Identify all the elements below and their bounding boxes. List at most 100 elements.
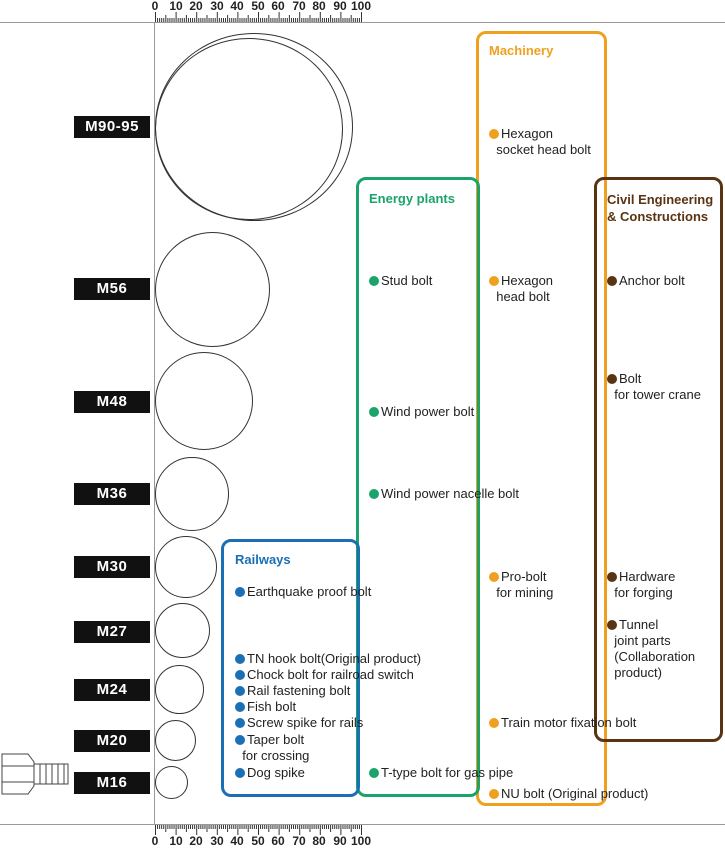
bottom-tick-label: 80 <box>312 834 326 848</box>
bottom-tick-label: 60 <box>271 834 285 848</box>
top-tick-label: 90 <box>333 0 347 13</box>
top-tick-label: 100 <box>351 0 372 13</box>
item-text: Train motor fixation bolt <box>501 715 637 730</box>
box-energy <box>356 177 480 797</box>
title-energy: Energy plants <box>369 191 455 206</box>
bottom-tick-label: 100 <box>351 834 372 848</box>
top-tick-label: 10 <box>169 0 183 13</box>
item-text: Anchor bolt <box>619 273 685 288</box>
box-railways <box>221 539 360 797</box>
item-text: Bolt for tower crane <box>614 371 701 402</box>
circle-m36 <box>155 457 229 531</box>
item-text: Tunnel joint parts (Collaboration produc… <box>614 617 696 680</box>
size-label-m36: M36 <box>74 483 150 505</box>
bullet-dot <box>235 670 245 680</box>
bullet-dot <box>607 620 617 630</box>
bottom-tick-label: 90 <box>333 834 347 848</box>
bullet-dot <box>489 718 499 728</box>
item-railways: Chock bolt for railroad switch <box>235 667 414 683</box>
bottom-tick-label: 10 <box>169 834 183 848</box>
top-tick-label: 0 <box>151 0 159 13</box>
item-text: Hardware for forging <box>614 569 676 600</box>
item-civil: Tunnel joint parts (Collaboration produc… <box>607 617 695 681</box>
bullet-dot <box>369 276 379 286</box>
bullet-dot <box>369 407 379 417</box>
item-railways: TN hook bolt(Original product) <box>235 651 421 667</box>
bullet-dot <box>607 276 617 286</box>
item-text: Wind power nacelle bolt <box>381 486 520 501</box>
item-railways: Screw spike for rails <box>235 715 363 731</box>
top-tick-label: 50 <box>251 0 265 13</box>
item-energy: T-type bolt for gas pipe <box>369 765 513 781</box>
item-machinery: Train motor fixation bolt <box>489 715 636 731</box>
title-machinery: Machinery <box>489 43 554 58</box>
item-railways: Earthquake proof bolt <box>235 584 371 600</box>
bullet-dot <box>235 718 245 728</box>
item-text: Screw spike for rails <box>247 715 364 730</box>
item-text: Stud bolt <box>381 273 433 288</box>
item-text: Wind power bolt <box>381 404 475 419</box>
title-railways: Railways <box>235 552 291 567</box>
top-tick-label: 30 <box>210 0 224 13</box>
bottom-ruler-labels: 0 10 20 30 40 50 60 70 80 90 100 <box>0 834 725 848</box>
item-text: Taper bolt for crossing <box>242 732 310 763</box>
top-tick-label: 80 <box>312 0 326 13</box>
item-machinery: Pro-bolt for mining <box>489 569 553 601</box>
bullet-dot <box>235 702 245 712</box>
size-label-m16: M16 <box>74 772 150 794</box>
item-railways: Taper bolt for crossing <box>235 732 309 764</box>
circle-m24 <box>155 665 204 714</box>
bottom-tick-label: 40 <box>230 834 244 848</box>
item-railways: Rail fastening bolt <box>235 683 350 699</box>
bullet-dot <box>369 489 379 499</box>
item-railways: Fish bolt <box>235 699 296 715</box>
bottom-tick-label: 0 <box>151 834 159 848</box>
circle-m30 <box>155 536 217 598</box>
circle-m20 <box>155 720 196 761</box>
size-label-m90-95: M90-95 <box>74 116 150 138</box>
circle-m56 <box>155 232 270 347</box>
bullet-dot <box>369 768 379 778</box>
item-text: Chock bolt for railroad switch <box>247 667 414 682</box>
bullet-dot <box>235 654 245 664</box>
item-text: TN hook bolt(Original product) <box>247 651 422 666</box>
circle-m90 <box>155 38 343 220</box>
item-civil: Bolt for tower crane <box>607 371 701 403</box>
size-label-m24: M24 <box>74 679 150 701</box>
item-text: T-type bolt for gas pipe <box>381 765 514 780</box>
circle-m27 <box>155 603 210 658</box>
size-label-m56: M56 <box>74 278 150 300</box>
bullet-dot <box>235 686 245 696</box>
item-text: Earthquake proof bolt <box>247 584 372 599</box>
item-railways: Dog spike <box>235 765 305 781</box>
item-energy: Stud bolt <box>369 273 432 289</box>
size-label-m20: M20 <box>74 730 150 752</box>
bottom-tick-label: 70 <box>292 834 306 848</box>
bolt-icon <box>1 753 69 795</box>
zero-baseline <box>154 22 155 825</box>
bullet-dot <box>607 374 617 384</box>
top-ruler-labels: 0 10 20 30 40 50 60 70 80 90 100 <box>0 0 725 13</box>
bullet-dot <box>489 276 499 286</box>
bullet-dot <box>489 572 499 582</box>
top-tick-label: 40 <box>230 0 244 13</box>
bullet-dot <box>489 789 499 799</box>
bottom-tick-label: 50 <box>251 834 265 848</box>
item-text: Pro-bolt for mining <box>496 569 554 600</box>
bottom-ruler-ticks <box>0 824 725 835</box>
bottom-tick-label: 30 <box>210 834 224 848</box>
item-civil: Hardware for forging <box>607 569 675 601</box>
circle-m16 <box>155 766 188 799</box>
box-civil <box>594 177 723 742</box>
bottom-tick-label: 20 <box>189 834 203 848</box>
bullet-dot <box>607 572 617 582</box>
item-text: NU bolt (Original product) <box>501 786 649 801</box>
item-energy: Wind power bolt <box>369 404 474 420</box>
item-machinery: NU bolt (Original product) <box>489 786 648 802</box>
item-machinery: Hexagon head bolt <box>489 273 553 305</box>
bullet-dot <box>235 587 245 597</box>
size-label-m30: M30 <box>74 556 150 578</box>
size-label-m27: M27 <box>74 621 150 643</box>
item-energy: Wind power nacelle bolt <box>369 486 519 502</box>
top-tick-label: 60 <box>271 0 285 13</box>
